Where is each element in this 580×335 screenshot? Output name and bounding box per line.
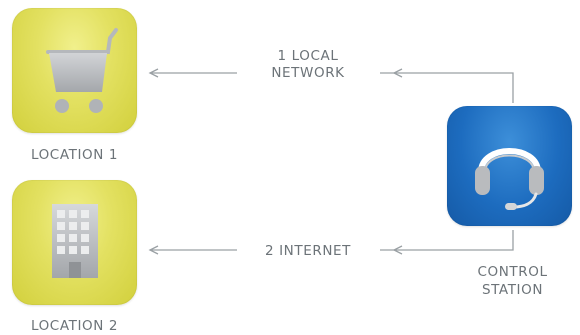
location-2-tile[interactable] xyxy=(12,180,137,305)
control-station-label-line1: CONTROL xyxy=(477,264,548,280)
location-1-tile[interactable] xyxy=(12,8,137,133)
local-network-arrow-mid xyxy=(392,68,403,78)
control-station-tile[interactable] xyxy=(447,106,572,226)
local-network-label-line1: 1 LOCAL xyxy=(277,48,339,64)
headset-icon xyxy=(475,148,544,210)
control-station-label-line2: STATION xyxy=(481,282,544,298)
shopping-cart-icon xyxy=(38,28,118,113)
office-building-icon xyxy=(52,204,98,278)
internet-arrow-mid xyxy=(392,245,403,255)
location-1-label: LOCATION 1 xyxy=(30,147,119,163)
internet-label: 2 INTERNET xyxy=(265,243,351,259)
location-2-label: LOCATION 2 xyxy=(30,318,119,334)
internet-arrow-left xyxy=(148,245,159,255)
local-network-arrow-left xyxy=(148,68,159,78)
local-network-label-line2: NETWORK xyxy=(271,65,345,81)
